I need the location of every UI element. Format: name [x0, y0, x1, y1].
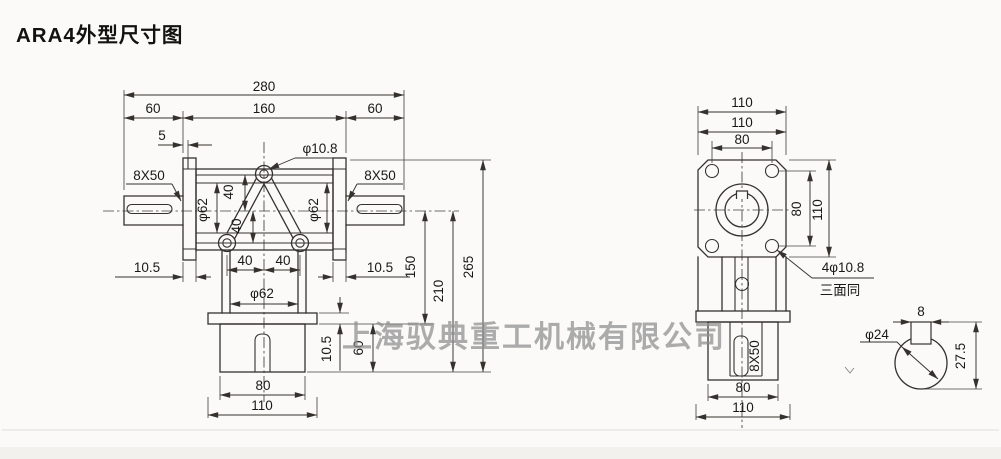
- dim-overall-width: 280: [253, 79, 276, 94]
- dim-base-plate-thickness: 10.5: [319, 336, 334, 362]
- dim-boss-dia-left: φ62: [195, 198, 210, 222]
- dim-shaft-block-width: 80: [255, 378, 270, 393]
- dim-shaft-dia: φ24: [865, 327, 889, 342]
- bottom-left-boss: [217, 233, 237, 253]
- dim-flange-step: 5: [158, 128, 166, 143]
- dim-side-housing-width: 110: [731, 115, 753, 130]
- dim-key-width: 8: [917, 304, 925, 319]
- dim-flange-thickness-right: 10.5: [367, 260, 393, 275]
- shaft-circle: [894, 336, 948, 390]
- bottom-left-hole: [222, 238, 232, 248]
- front-dimension-lines: [115, 92, 486, 418]
- neck-boss-hole: [734, 276, 750, 292]
- input-shaft-left: [123, 195, 184, 226]
- side-block-inner: [729, 322, 763, 377]
- top-hole-boss: [254, 164, 274, 184]
- bolt-hole-top-right: [764, 163, 780, 179]
- dim-side-overall-width: 110: [731, 95, 753, 110]
- label-corner-holes-note: 三面同: [820, 283, 861, 298]
- side-shaft-block: [707, 321, 779, 381]
- dim-base-plate-width: 110: [251, 398, 273, 413]
- dim-base-to-bottom: 60: [351, 340, 366, 355]
- keyway-left: [126, 203, 173, 215]
- bolt-hole-top-left: [704, 163, 720, 179]
- label-top-hole-dia: φ10.8: [302, 141, 337, 156]
- dim-bolt-span-side: 80: [789, 201, 804, 216]
- label-corner-holes: 4φ10.8: [822, 260, 865, 275]
- detail-dimension-lines: [860, 319, 979, 390]
- watermark: 上海驭典重工机械有限公司: [342, 321, 726, 354]
- side-dimension-lines: [695, 109, 874, 420]
- shaft-section-detail: 8 φ24 27.5: [844, 304, 982, 390]
- housing-body: [195, 168, 334, 251]
- dim-bottom-hole-right: 40: [275, 253, 290, 268]
- dim-side-flange-height: 110: [810, 199, 825, 221]
- output-shaft-right: [345, 195, 405, 226]
- dim-center-to-base: 150: [403, 256, 418, 279]
- keyway-right: [356, 203, 403, 215]
- side-keyway-slot: [733, 335, 749, 377]
- bottom-right-boss: [290, 233, 310, 253]
- base-plate: [207, 312, 318, 325]
- dim-boss-dia-right: φ62: [306, 198, 321, 222]
- dim-side-base-width: 110: [732, 400, 754, 415]
- page-title: ARA4外型尺寸图: [16, 23, 183, 47]
- dim-center-to-bottom: 210: [431, 280, 446, 303]
- label-keyway-left: 8X50: [133, 168, 165, 183]
- vertical-shaft-lines: [734, 257, 749, 311]
- bottom-right-hole: [295, 238, 305, 248]
- dim-segment-left: 60: [145, 101, 160, 116]
- bolt-hole-bottom-left: [704, 238, 720, 254]
- flange-right: [332, 157, 347, 261]
- top-hole: [259, 169, 269, 179]
- shaft-boss-circle: [715, 183, 769, 237]
- dim-overall-height: 265: [461, 256, 476, 279]
- dim-segment-right: 60: [367, 101, 382, 116]
- dim-bolt-span-top: 80: [734, 132, 749, 147]
- leg-walls: [221, 249, 307, 314]
- side-view: 110 110 80 80 110 4φ10.8 三面同 8X50 80 110: [694, 95, 874, 428]
- front-view: 280 60 160 60 5 8X50 8X50 φ10.8 φ62 φ62 …: [103, 79, 491, 418]
- side-extension-lines: [695, 106, 836, 420]
- dim-side-block-width: 80: [735, 380, 750, 395]
- dim-flange-thickness-left: 10.5: [134, 260, 160, 275]
- label-keyway-bottom: 8X50: [747, 340, 762, 372]
- shaft-block: [219, 323, 306, 373]
- block-keyway-slot: [254, 333, 271, 372]
- dim-segment-mid: 160: [253, 101, 276, 116]
- dim-center-to-bottom-hole: 40: [229, 218, 244, 233]
- scan-edge-strip: [0, 447, 1001, 459]
- stray-mark: [844, 366, 855, 374]
- side-housing-walls: [697, 256, 787, 312]
- front-extension-lines: [123, 90, 491, 418]
- shaft-dia-leader: [860, 341, 903, 348]
- dim-center-to-top-hole: 40: [221, 184, 236, 199]
- key-profile: [910, 321, 932, 345]
- bore-keyway-notch: [735, 190, 749, 199]
- dim-bottom-hole-left: 40: [237, 253, 252, 268]
- bolt-hole-bottom-right: [764, 238, 780, 254]
- label-keyway-right: 8X50: [364, 168, 396, 183]
- dim-height-with-key: 27.5: [953, 343, 968, 369]
- truss-bars: [226, 178, 302, 239]
- dim-leg-bore-dia: φ62: [250, 286, 274, 301]
